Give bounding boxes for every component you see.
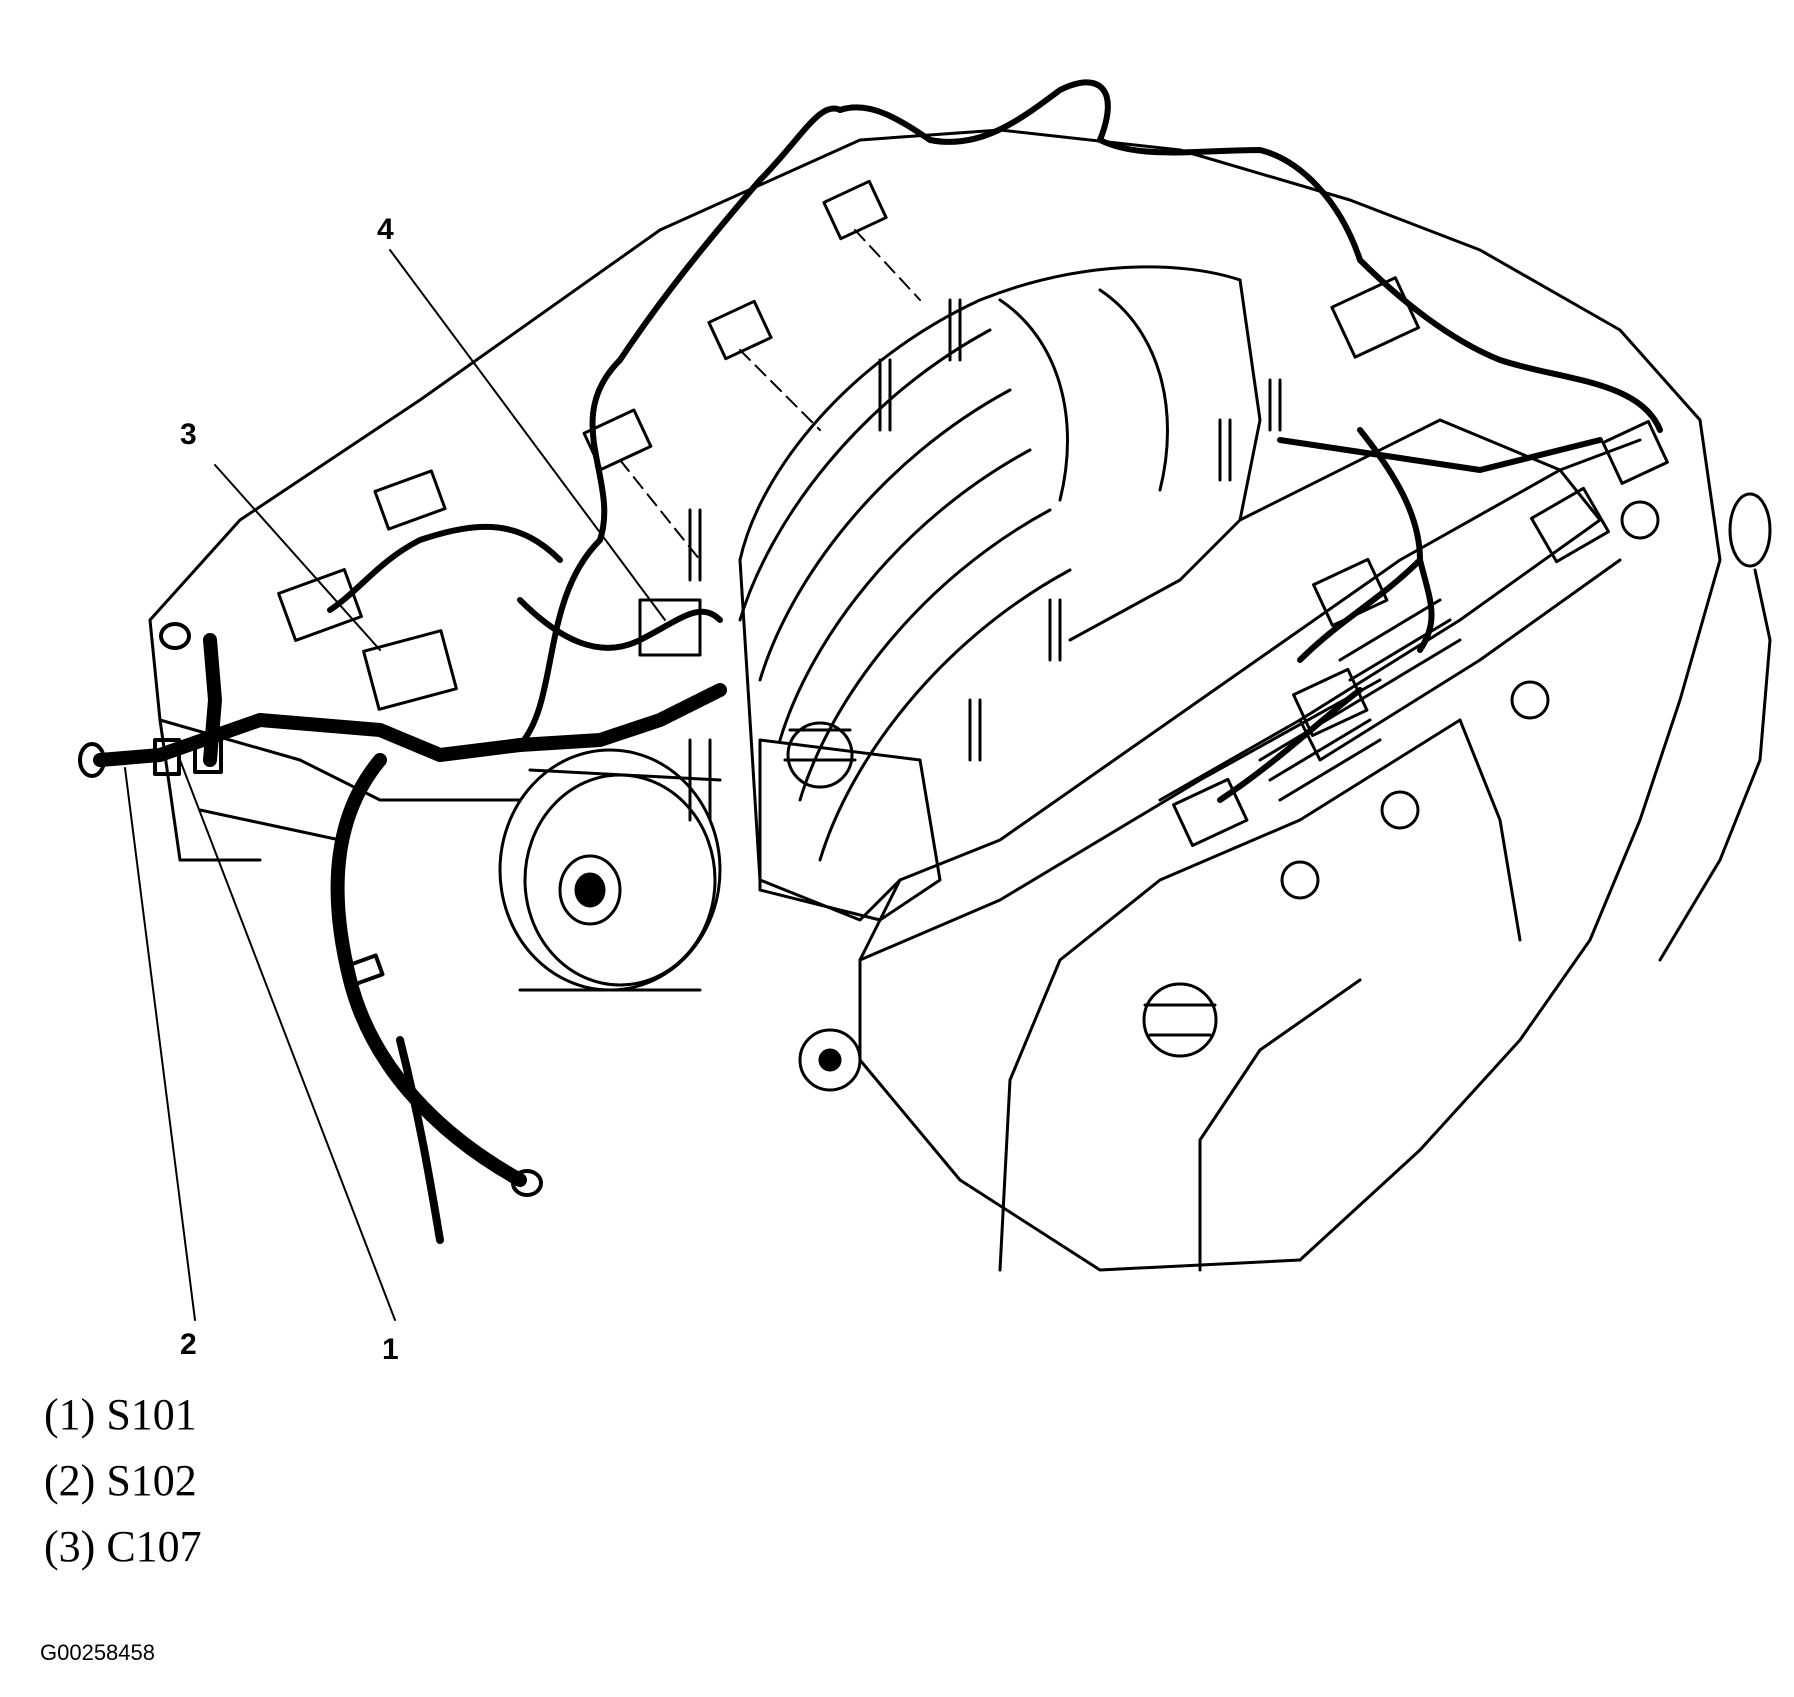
legend-number: (1): [44, 1390, 96, 1439]
legend-code: S102: [106, 1456, 197, 1505]
connectors: [277, 179, 1669, 848]
legend-item-1: (1) S101: [44, 1382, 202, 1448]
callout-3: 3: [180, 418, 197, 451]
figure-id: G00258458: [40, 1640, 155, 1665]
valve-cover: [1158, 418, 1660, 900]
legend-number: (3): [44, 1522, 96, 1571]
engine-block: [148, 128, 1722, 1272]
legend-code: C107: [106, 1522, 202, 1571]
fill-caps: [758, 721, 1218, 1092]
dashed-leaders: [619, 229, 921, 561]
callout-4: 4: [377, 213, 394, 246]
callout-2: 2: [180, 1328, 197, 1361]
callout-1: 1: [382, 1333, 399, 1366]
engine-harness-diagram: [78, 79, 1772, 1321]
legend-number: (2): [44, 1456, 96, 1505]
wiring-harness: [93, 633, 727, 1187]
legend-code: S101: [106, 1390, 197, 1439]
studs: [688, 298, 1282, 822]
legend-item-3: (3) C107: [44, 1514, 202, 1580]
legend-item-2: (2) S102: [44, 1448, 202, 1514]
pulley: [498, 748, 722, 992]
legend: (1) S101 (2) S102 (3) C107: [44, 1382, 202, 1580]
dipstick: [1658, 492, 1772, 962]
callout-leaders: [124, 249, 666, 1321]
harness-branches: [327, 79, 1663, 803]
